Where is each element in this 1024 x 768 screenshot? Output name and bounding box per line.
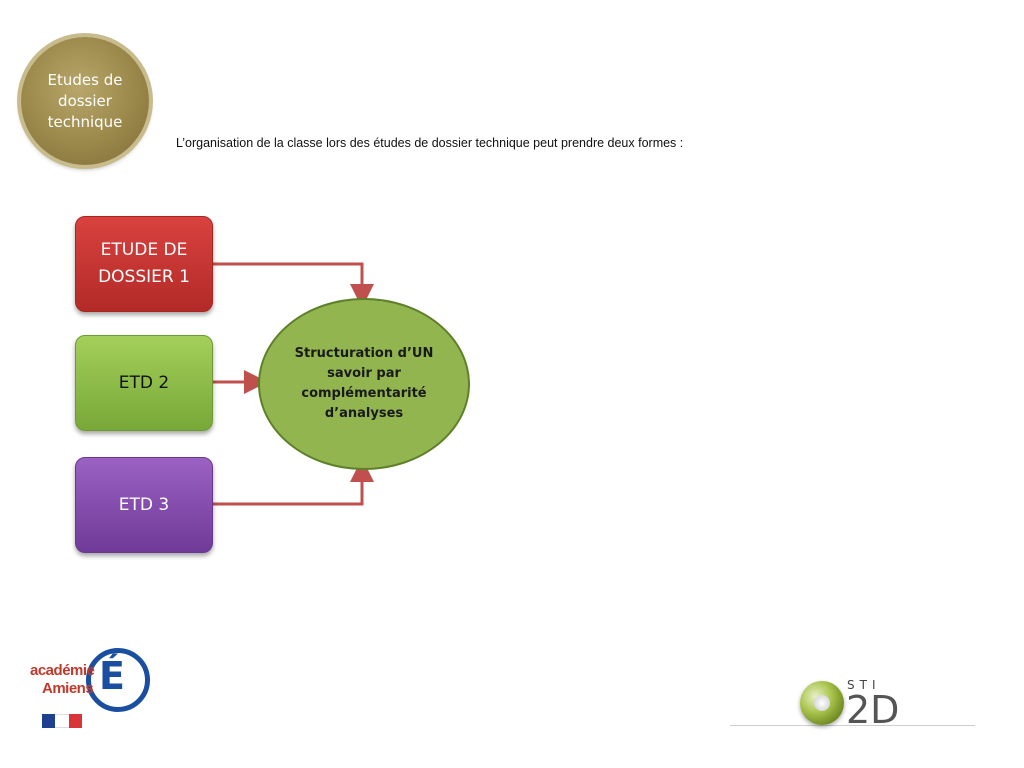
sti2d-disc-icon [800, 681, 844, 725]
structuration-ellipse: Structuration d’UN savoir par complément… [258, 298, 470, 470]
arrow-box1-to-center [211, 262, 374, 308]
french-flag-icon [42, 714, 82, 728]
box2-label: ETD 2 [118, 373, 170, 393]
arrow-box3-to-center [211, 458, 374, 506]
box3-label: ETD 3 [118, 495, 170, 515]
etude-dossier-1-box: ETUDE DE DOSSIER 1 [75, 216, 213, 312]
academie-text: académie [30, 662, 95, 679]
intro-text: L’organisation de la classe lors des étu… [176, 136, 684, 150]
academie-amiens-logo: É académie Amiens [28, 632, 150, 742]
amiens-text: Amiens [42, 680, 94, 697]
sti2d-underline [730, 725, 975, 726]
sti-text: STI [847, 678, 881, 692]
e-ring-icon [86, 648, 150, 712]
etd-2-box: ETD 2 [75, 335, 213, 431]
center-label: Structuration d’UN savoir par complément… [294, 346, 434, 421]
section-badge: Etudes de dossier technique [21, 37, 149, 165]
2d-text: 2D [846, 688, 900, 732]
e-letter-icon: É [99, 654, 125, 698]
etd-3-box: ETD 3 [75, 457, 213, 553]
badge-label: Etudes de dossier technique [47, 70, 123, 131]
box1-label: ETUDE DE DOSSIER 1 [98, 240, 190, 287]
